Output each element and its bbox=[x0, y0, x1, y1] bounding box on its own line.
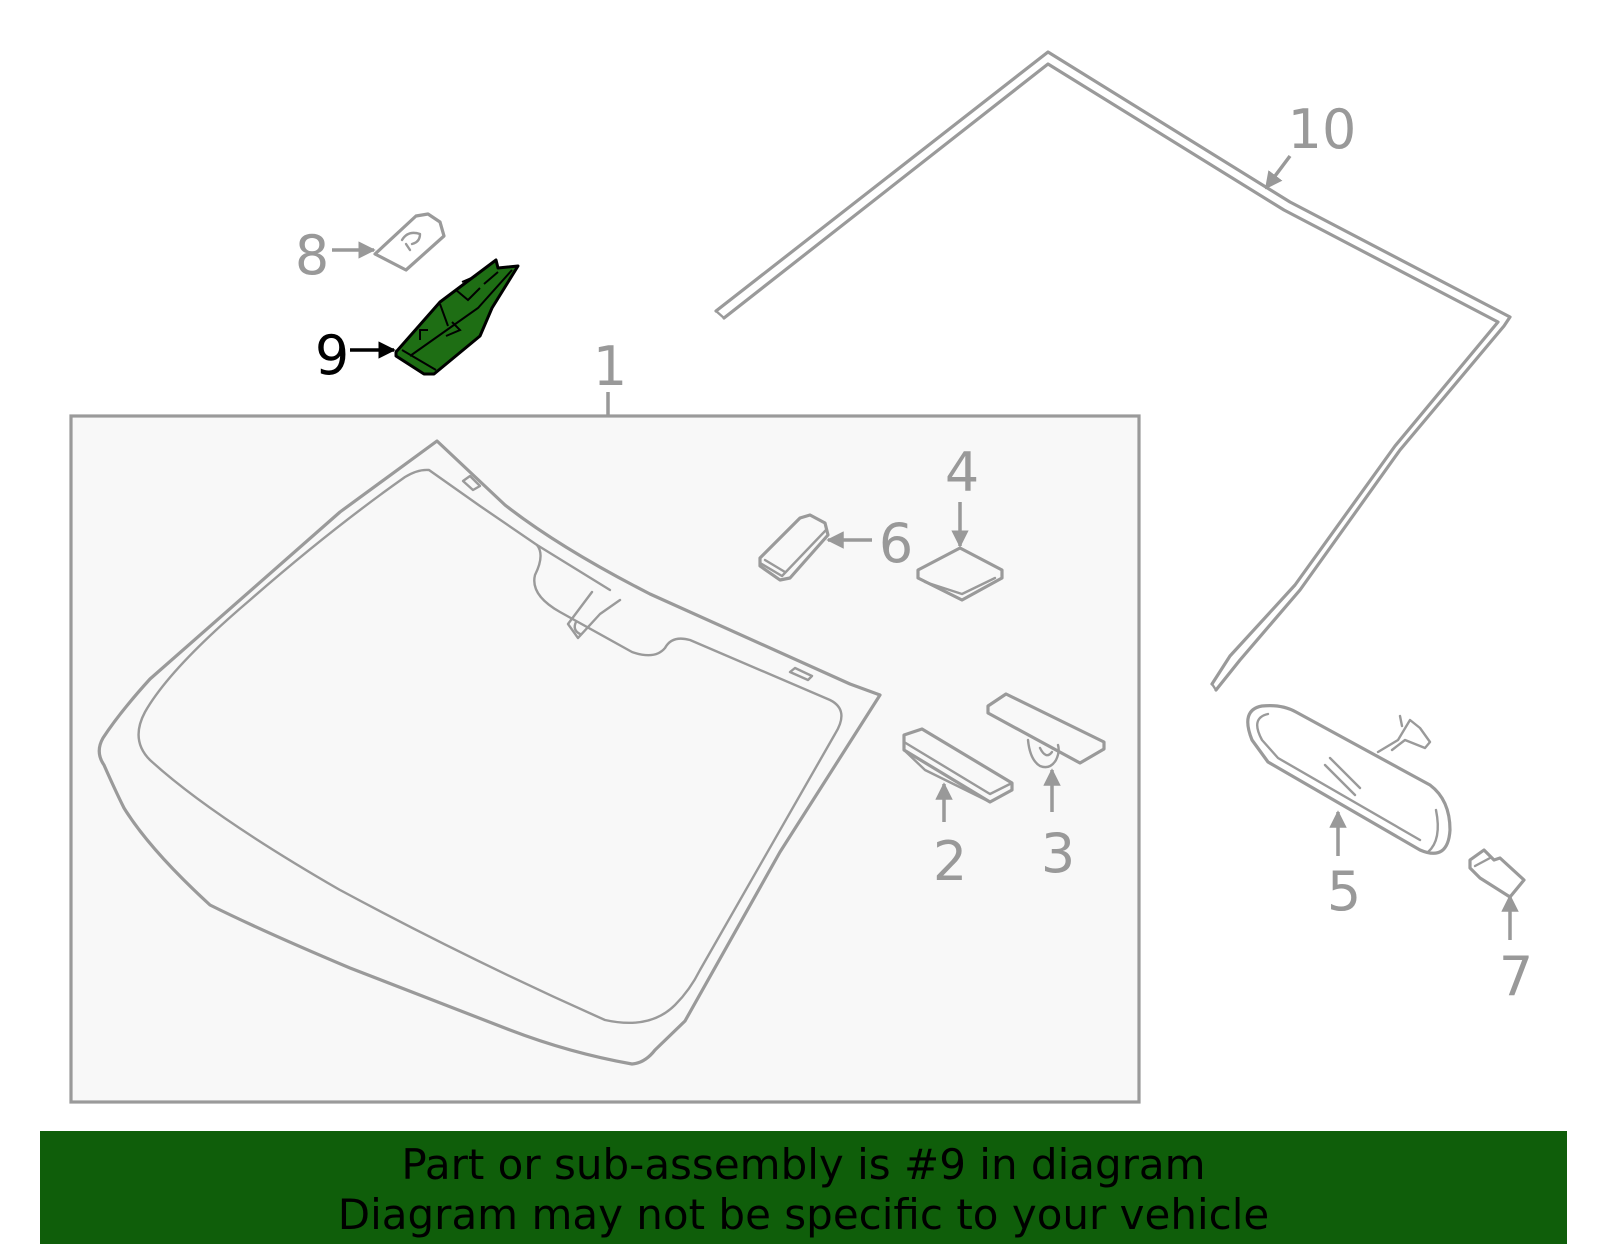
callout-2: 2 bbox=[933, 830, 967, 893]
part-8 bbox=[373, 212, 446, 272]
callout-10-leader bbox=[1264, 154, 1292, 190]
banner-line-1: Part or sub-assembly is #9 in diagram bbox=[401, 1140, 1206, 1189]
banner-line-2: Diagram may not be specific to your vehi… bbox=[337, 1190, 1270, 1239]
windshield-glass bbox=[97, 439, 882, 1066]
callout-5: 5 bbox=[1327, 860, 1361, 923]
part-2 bbox=[902, 727, 1014, 804]
callout-6: 6 bbox=[879, 512, 913, 575]
callout-10: 10 bbox=[1288, 98, 1357, 161]
assembly-box bbox=[69, 414, 1141, 1104]
callout-9: 9 bbox=[315, 324, 349, 387]
part-7 bbox=[1468, 848, 1526, 899]
callout-7: 7 bbox=[1499, 945, 1533, 1008]
callout-4: 4 bbox=[945, 441, 979, 504]
callout-1: 1 bbox=[593, 335, 627, 398]
callout-8: 8 bbox=[295, 224, 329, 287]
part-9-highlighted bbox=[394, 258, 520, 376]
part-4 bbox=[916, 546, 1004, 602]
part-3 bbox=[986, 692, 1106, 769]
info-banner: Part or sub-assembly is #9 in diagram Di… bbox=[40, 1131, 1567, 1244]
part-5-mirror bbox=[1246, 704, 1452, 855]
callout-3: 3 bbox=[1041, 822, 1075, 885]
part-10-molding bbox=[714, 50, 1512, 692]
